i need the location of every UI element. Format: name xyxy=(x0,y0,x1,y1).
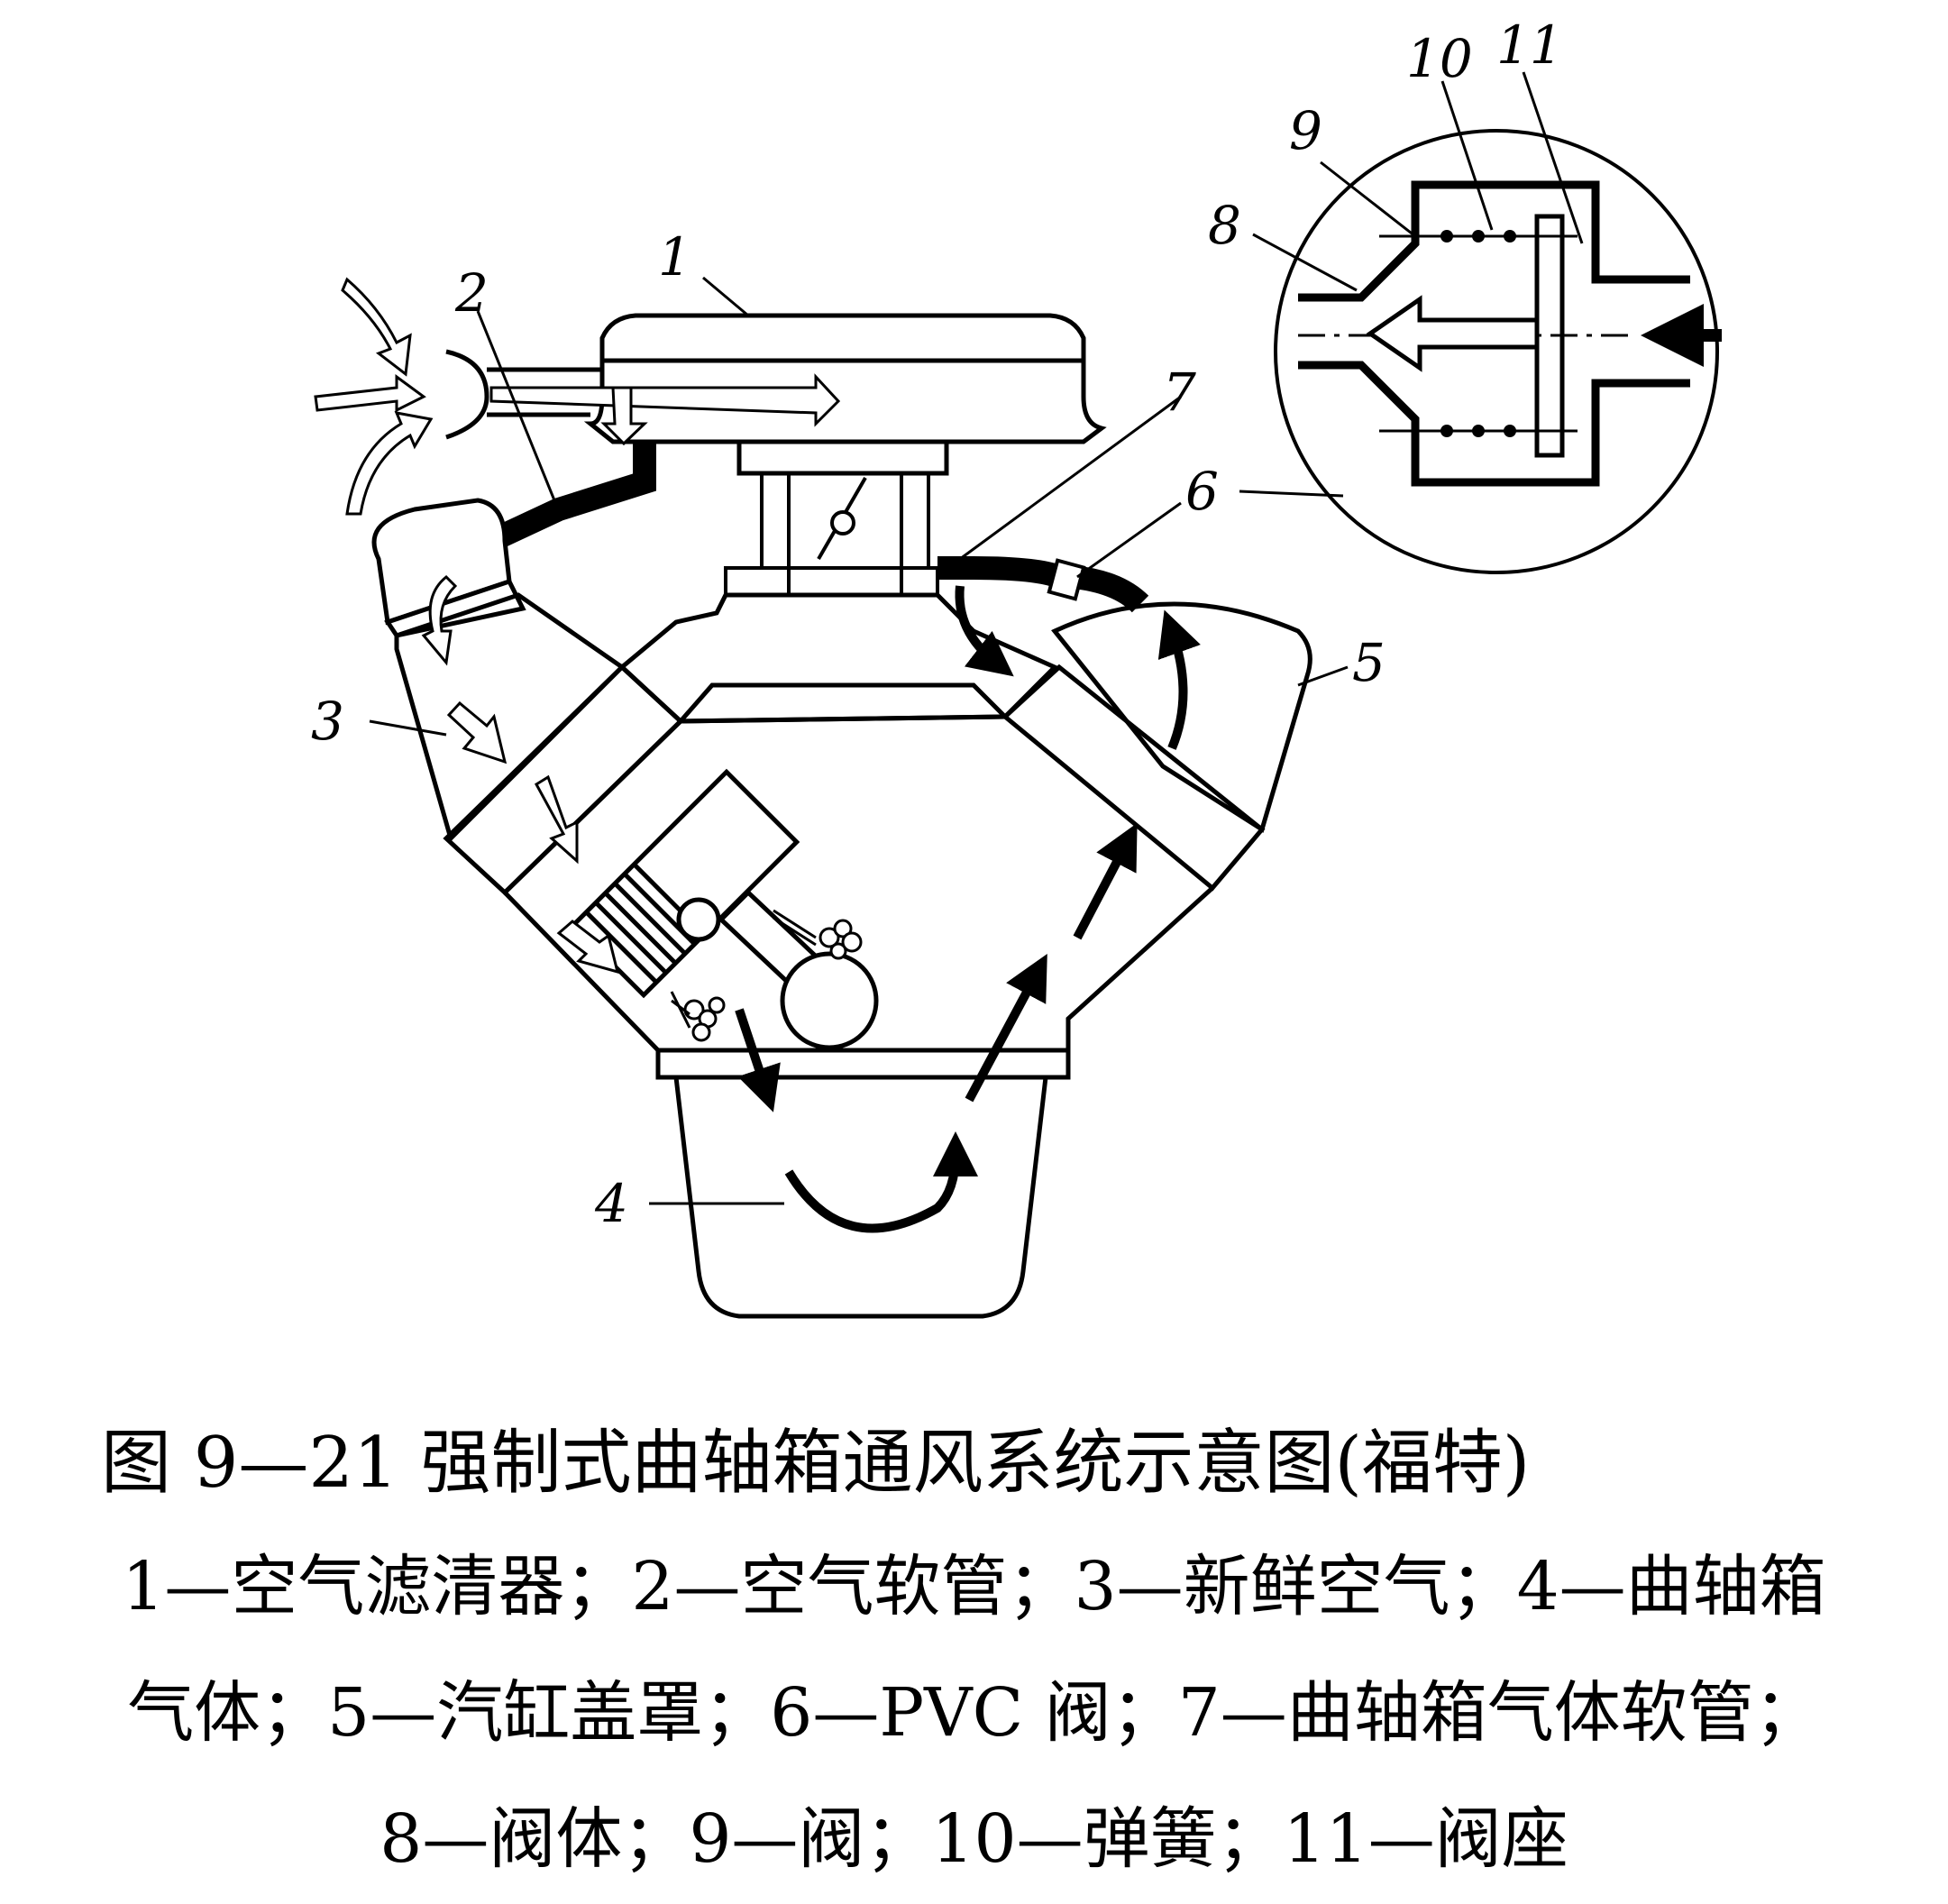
air-hose xyxy=(486,442,656,552)
part-label-4: 4 xyxy=(594,1173,628,1234)
leader-lines xyxy=(369,71,1584,1205)
part-label-7: 7 xyxy=(1163,362,1196,423)
pcv-hose xyxy=(937,556,1149,613)
legend-line-3: 8—阀体；9—阀；10—弹簧；11—阀座 xyxy=(380,1800,1568,1878)
breather-cap xyxy=(371,498,526,638)
part-label-5: 5 xyxy=(1352,632,1386,693)
carburetor xyxy=(724,471,939,597)
part-label-3: 3 xyxy=(311,691,344,752)
snorkel-inlet xyxy=(445,349,602,440)
pcv-system-diagram: 1 2 3 4 5 6 7 8 9 10 11 xyxy=(311,14,1722,1319)
fresh-air-arrows xyxy=(314,277,841,975)
part-label-11: 11 xyxy=(1496,14,1563,76)
legend-line-1: 1—空气滤清器；2—空气软管；3—新鲜空气；4—曲轴箱 xyxy=(122,1548,1826,1625)
blowby-puffs xyxy=(670,909,863,1042)
part-label-6: 6 xyxy=(1185,461,1219,522)
pcv-valve xyxy=(1047,558,1086,601)
engine-block xyxy=(394,592,1312,1080)
part-label-2: 2 xyxy=(454,262,489,324)
crankcase-gas-arrows xyxy=(735,585,1201,1233)
part-label-8: 8 xyxy=(1208,195,1241,256)
part-label-10: 10 xyxy=(1406,28,1473,89)
part-label-1: 1 xyxy=(658,226,691,288)
valve-plunger xyxy=(1366,295,1540,372)
pcv-valve-detail-inset xyxy=(1274,129,1722,574)
part-labels: 1 2 3 4 5 6 7 8 9 10 11 xyxy=(311,14,1563,1234)
legend-line-2: 气体；5—汽缸盖罩；6—PVC 阀；7—曲轴箱气体软管； xyxy=(127,1674,1821,1752)
oil-pan xyxy=(673,1076,1048,1319)
part-label-9: 9 xyxy=(1289,100,1322,161)
figure-caption-title: 图 9—21 强制式曲轴箱通风系统示意图(福特) xyxy=(101,1423,1531,1504)
